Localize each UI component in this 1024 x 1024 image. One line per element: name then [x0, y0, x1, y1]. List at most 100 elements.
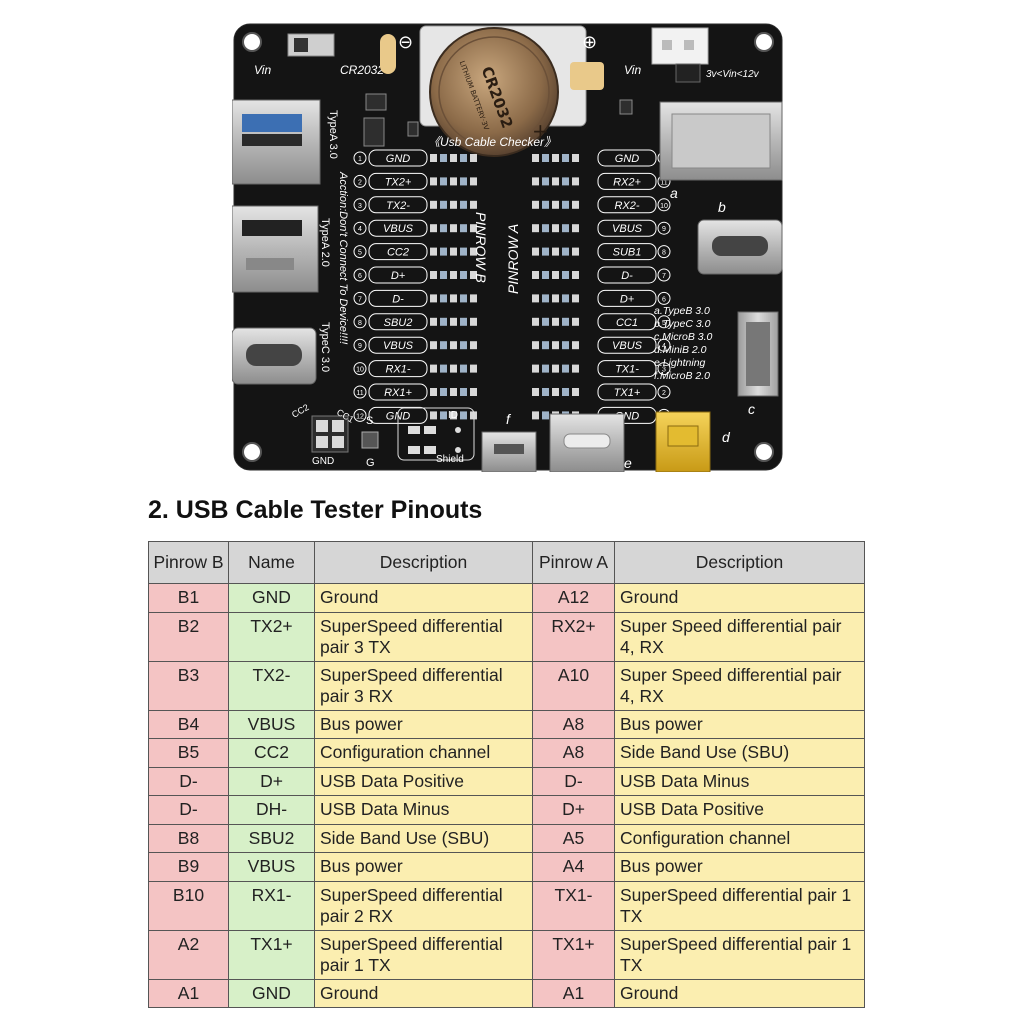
pin-number-badge: [657, 362, 671, 376]
pin-number: 8: [662, 250, 666, 257]
led: [470, 200, 477, 209]
led: [470, 341, 477, 350]
led: [542, 271, 549, 279]
led: [562, 247, 569, 256]
name-cell-text: GND: [252, 982, 291, 1003]
led: [430, 271, 437, 279]
led: [532, 247, 539, 256]
led: [470, 388, 477, 396]
description-cell: Ground: [314, 583, 533, 613]
led: [542, 177, 549, 186]
description-cell-text: Side Band Use (SBU): [320, 827, 490, 848]
header-pinrow-b: Pinrow B: [148, 541, 229, 584]
description-a-cell: Bus power: [614, 709, 865, 739]
led: [552, 177, 559, 186]
typeA2-port: [232, 205, 319, 293]
pinrow-b-cell: B8: [148, 823, 229, 853]
pin-number: 10: [660, 203, 668, 210]
description-a-cell: SuperSpeed differential pair 1 TX: [614, 880, 865, 931]
description-cell-text: Bus power: [320, 856, 403, 876]
led: [460, 411, 467, 420]
led: [552, 317, 559, 326]
name-cell-text: RX1-: [251, 884, 292, 905]
pin-number: 6: [358, 273, 362, 280]
pinrow-b-cell: B4: [148, 709, 229, 739]
pin-number-badge: [657, 315, 671, 329]
description-cell: USB Data Positive: [314, 766, 533, 796]
pinrow-a-cell: A8: [532, 709, 615, 739]
led: [552, 364, 559, 373]
header-description-a: Description: [614, 541, 865, 584]
led: [460, 317, 467, 326]
pinrow-a-cell: A5: [532, 823, 615, 853]
led: [450, 200, 457, 209]
led: [450, 154, 457, 162]
pinrow-a-cell: D-: [532, 766, 615, 796]
name-cell-text: VBUS: [247, 856, 296, 876]
description-cell-text: SuperSpeed differential pair 3 RX: [320, 664, 503, 706]
led: [572, 271, 579, 279]
led: [430, 224, 437, 233]
gnd-pad-label: GND: [312, 456, 334, 467]
name-cell-text: TX2-: [252, 664, 291, 685]
id-label: ID: [448, 410, 458, 421]
side-label-typeA3: TypeA 3.0: [327, 110, 339, 159]
description-a-cell-text: Ground: [620, 982, 679, 1003]
pinrow-b-cell: D-: [148, 766, 229, 796]
led: [572, 341, 579, 350]
led: [562, 294, 569, 303]
description-cell-text: SuperSpeed differential pair 3 TX: [320, 615, 503, 657]
description-a-cell-text: Super Speed differential pair 4, RX: [620, 615, 842, 657]
plus-marker: ⊕: [582, 32, 597, 53]
pinrow-a-cell: A4: [532, 852, 615, 882]
led: [562, 341, 569, 350]
pin-label-frame: [597, 266, 657, 284]
pinrow-a-cell: A12: [532, 583, 615, 613]
pin-label-frame: [597, 313, 657, 331]
description-cell-text: Configuration channel: [320, 742, 491, 762]
led: [572, 317, 579, 326]
led: [572, 177, 579, 186]
pinrow-a-cell: D+: [532, 795, 615, 825]
led: [450, 364, 457, 373]
pin-number-badge: [353, 291, 367, 305]
description-cell-text: USB Data Positive: [320, 770, 464, 791]
description-cell-text: SuperSpeed differential pair 2 RX: [320, 884, 503, 926]
s-marker: S: [366, 415, 373, 427]
led: [460, 200, 467, 209]
pin-number-badge: [657, 385, 671, 399]
id-shield-leds: [397, 407, 475, 461]
led: [430, 411, 437, 420]
pin-number: 11: [660, 179, 667, 186]
led: [440, 177, 447, 186]
port-f-label: f: [506, 411, 512, 427]
port-legend: a.TypeB 3.0b.TypeC 3.0c.MicroB 3.0d.Mini…: [654, 305, 713, 382]
pin-number-badge: [353, 245, 367, 259]
name-cell-text: TX2+: [250, 615, 293, 636]
led: [542, 247, 549, 256]
pin-label-frame: [368, 266, 428, 284]
description-a-cell-text: USB Data Minus: [620, 770, 750, 791]
power-input-connector: [651, 27, 709, 65]
pin-label: TX2+: [385, 176, 412, 188]
microB3-port: [737, 311, 779, 397]
pin-number: 3: [662, 367, 666, 374]
led: [440, 294, 447, 303]
led: [460, 294, 467, 303]
name-cell: TX2+: [228, 611, 315, 662]
name-cell: TX2-: [228, 660, 315, 711]
led: [532, 411, 539, 420]
minus-marker: ⊖: [398, 32, 413, 53]
battery-plus-sign: +: [532, 119, 549, 143]
usb-cable-tester-board-image: Vin CR2032 ⊖ ⊕ CR2032 LITHIUM BATTERY·3V…: [232, 23, 783, 472]
pinrow-a-cell-text: TX1+: [552, 933, 595, 954]
description-cell: SuperSpeed differential pair 2 RX: [314, 880, 533, 931]
pinrow-b-cell-text: A2: [177, 933, 200, 954]
